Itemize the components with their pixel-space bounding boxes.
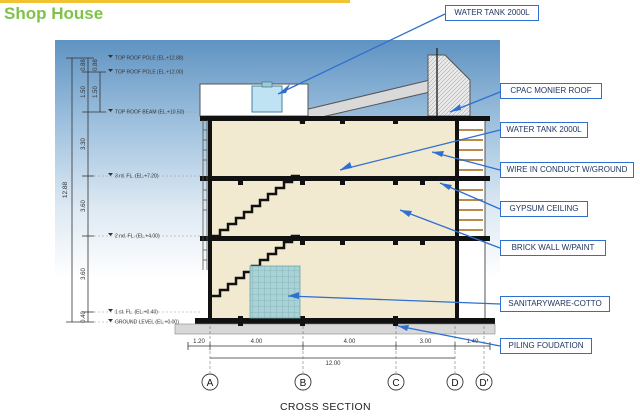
leader-brick — [399, 209, 501, 249]
leader-water-tank — [339, 129, 501, 171]
level-marker — [108, 233, 113, 236]
level-label: 1 st. FL. (EL.+0.40) — [115, 310, 158, 316]
callout-sanitaryware: SANITARYWARE-COTTO — [500, 296, 610, 312]
height-segment-dim: 0.40 — [81, 311, 87, 323]
grid-axis-bubble — [387, 373, 405, 391]
level-label: TOP ROOF POLE (EL.+12.00) — [115, 70, 184, 76]
inner-height-dim: 1.50 — [93, 86, 99, 98]
inner-height-dim: 0.88 — [93, 59, 99, 71]
ground-floor-slab — [195, 318, 495, 324]
ground-line — [174, 323, 496, 335]
diagram-caption: CROSS SECTION — [280, 401, 371, 413]
column-A — [208, 116, 212, 322]
grid-axis-bubble — [475, 373, 493, 391]
callout-brick-wall: BRICK WALL W/PAINT — [500, 240, 606, 256]
callout-gypsum-ceiling: GYPSUM CEILING — [500, 201, 588, 217]
ground-floor-interior — [210, 240, 457, 322]
leader-piling — [397, 325, 501, 347]
span-dim: 3.00 — [420, 339, 432, 345]
leader-water-tank-top — [277, 13, 446, 95]
leader-sanitary — [287, 295, 501, 305]
upper-staircase — [212, 174, 300, 238]
level-marker — [108, 319, 113, 322]
level-label: TOP ROOF BEAM (EL.+10.50) — [115, 110, 184, 116]
bathroom-tile-wall — [249, 265, 301, 319]
leader-wire — [431, 151, 501, 171]
level-marker — [108, 55, 113, 58]
callout-cpac-roof: CPAC MONIER ROOF — [500, 83, 602, 99]
column-D — [455, 116, 459, 322]
span-dim: 4.00 — [251, 339, 263, 345]
level-label: 3 rd. FL. (EL.+7.20) — [115, 174, 159, 180]
span-dim: 1.40 — [467, 339, 479, 345]
height-segment-dim: 1.50 — [81, 86, 87, 98]
height-segment-dim: 3.30 — [81, 138, 87, 150]
callout-piling: PILING FOUDATION — [500, 338, 592, 354]
total-width-dim: 12.00 — [325, 361, 341, 367]
upper-roof-truss — [427, 54, 471, 117]
rooftop-water-tank — [251, 85, 283, 113]
level-marker — [108, 109, 113, 112]
callout-wire-conduct: WIRE IN CONDUCT W/GROUND — [500, 162, 634, 178]
second-floor-interior — [210, 180, 457, 240]
grid-axis-label: A — [207, 378, 214, 389]
span-dim: 4.00 — [344, 339, 356, 345]
height-segment-dim: 0.88 — [81, 59, 87, 71]
level-label: TOP ROOF POLE (EL.+12.88) — [115, 56, 184, 62]
height-segment-dim: 3.60 — [81, 268, 87, 280]
callout-water-tank-top: WATER TANK 2000L — [445, 5, 539, 21]
page-title: Shop House — [4, 4, 104, 23]
grid-axis-label: B — [300, 378, 307, 389]
grid-axis-bubble — [201, 373, 219, 391]
grid-axis-label: D' — [479, 378, 488, 389]
header-accent-bar — [0, 0, 350, 3]
grid-axis-bubble — [446, 373, 464, 391]
level-label: 2 nd. FL. (EL.+4.00) — [115, 234, 160, 240]
grid-axis-label: D — [451, 378, 458, 389]
level-label: GROUND LEVEL (EL.+0.00) — [115, 320, 179, 326]
level-marker — [108, 69, 113, 72]
third-floor-interior — [210, 120, 457, 180]
water-tank-lid — [261, 81, 273, 88]
grid-axis-label: C — [392, 378, 399, 389]
span-dim: 1.20 — [193, 339, 205, 345]
callout-water-tank: WATER TANK 2000L — [500, 122, 588, 138]
level-marker — [108, 309, 113, 312]
overall-height-dim: 12.88 — [62, 181, 69, 198]
level-marker — [108, 173, 113, 176]
height-segment-dim: 3.60 — [81, 200, 87, 212]
grid-axis-bubble — [294, 373, 312, 391]
cpac-roof-slope — [299, 79, 431, 123]
